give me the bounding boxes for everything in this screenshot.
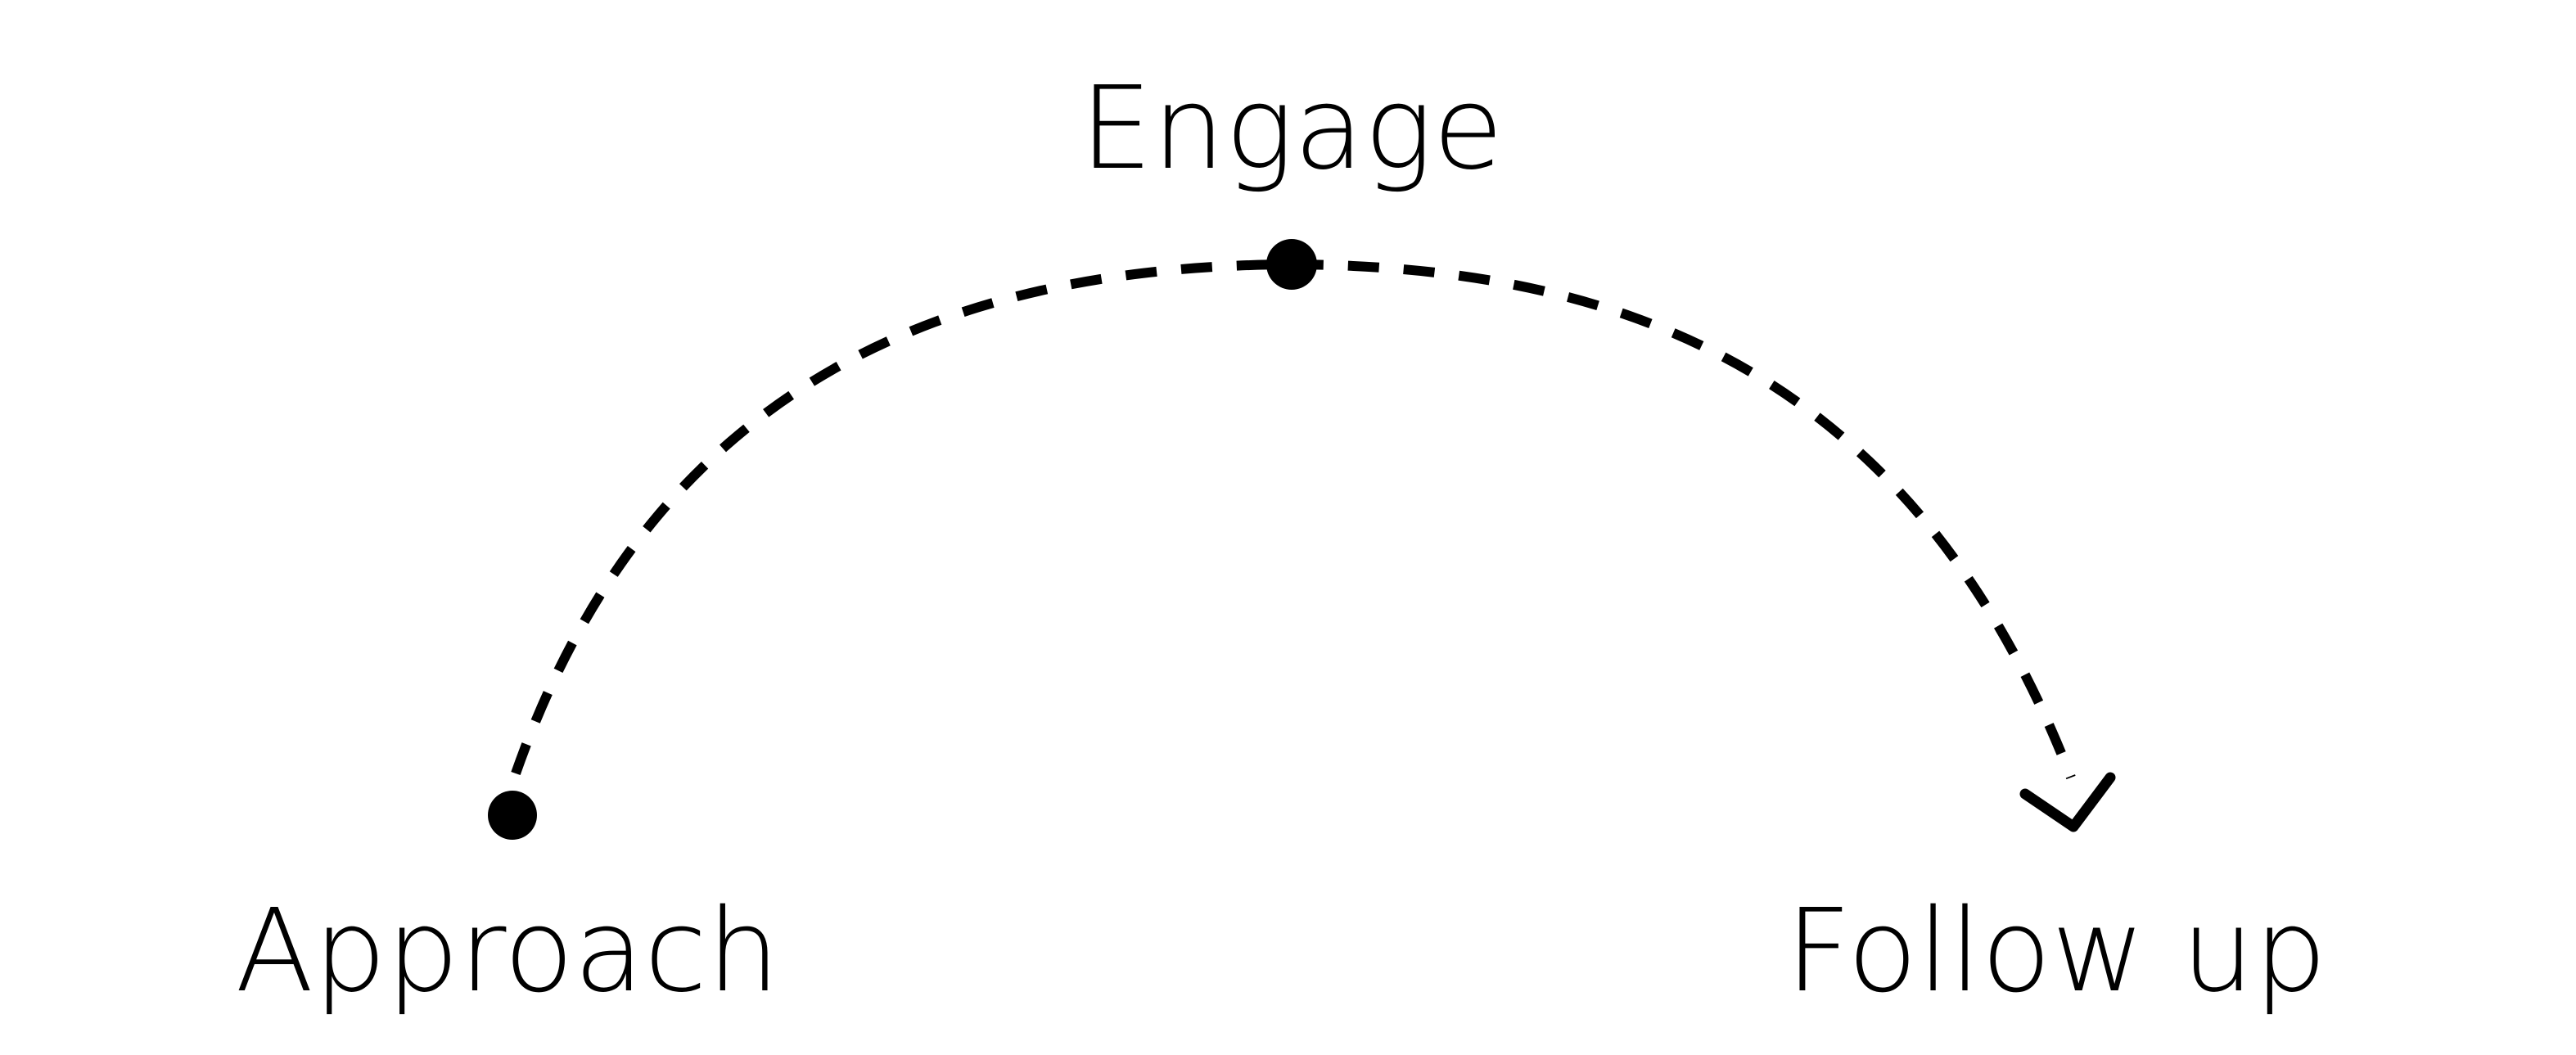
- follow-up-label: Follow up: [1785, 885, 2326, 1018]
- engage-label: Engage: [1080, 62, 1503, 196]
- engage-marker: [1266, 239, 1317, 290]
- journey-arc: [511, 259, 2076, 780]
- approach-marker: [488, 791, 537, 840]
- approach-label: Approach: [235, 885, 779, 1018]
- arrowhead-icon: [2019, 772, 2116, 832]
